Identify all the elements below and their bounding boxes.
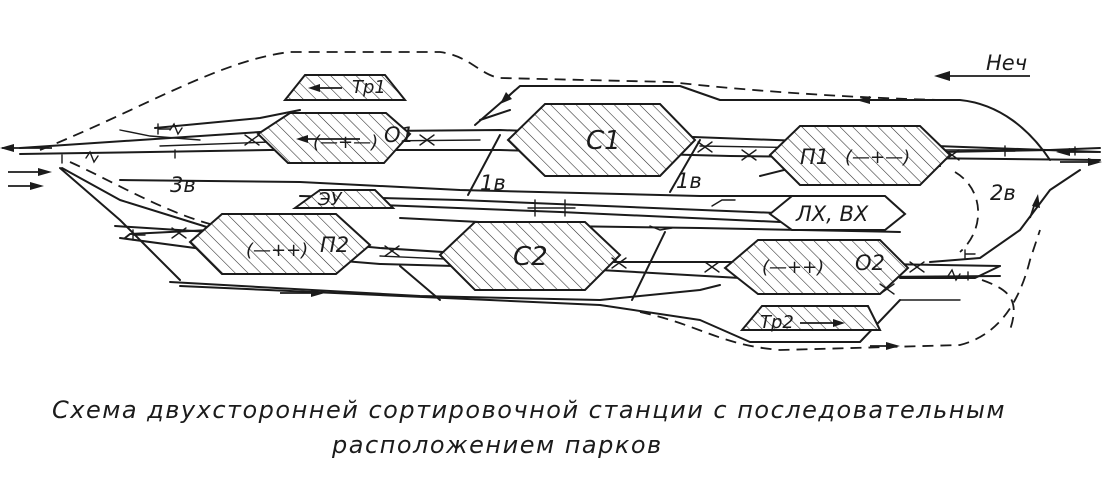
route-hook-1	[711, 199, 736, 207]
park-p2: (—++) П2	[188, 213, 372, 275]
park-tr1-label: Тр1	[352, 77, 386, 98]
park-tr1: Тр1	[282, 74, 408, 101]
park-lx-vx-label: ЛХ, ВХ	[795, 202, 869, 226]
park-c2-label: С2	[513, 242, 548, 272]
track-end-zigzags	[85, 122, 961, 282]
left-dashed-loop	[69, 161, 211, 225]
park-p1-arrow-label: (—+—)	[845, 147, 910, 168]
park-tr2-label: Тр2	[760, 312, 794, 333]
park-p2-label: П2	[320, 233, 349, 257]
park-ey: ЭУ	[291, 189, 396, 210]
route-1v-left-label: 1в	[480, 171, 506, 195]
direction-label: Неч	[986, 51, 1027, 75]
park-lx-vx: ЛХ, ВХ	[768, 195, 907, 231]
lower-right-dashed-link	[981, 279, 1015, 331]
lower-dashed-bypass	[639, 229, 1041, 351]
park-p2-arrow-label: (—++)	[246, 240, 308, 261]
outer-top-track	[474, 85, 1051, 161]
lead-direction-arrows	[0, 89, 1102, 350]
park-o2: (—++) О2	[723, 239, 910, 295]
park-p1-label: П1	[800, 145, 829, 169]
caption-line-1: Схема двухсторонней сортировочной станци…	[52, 396, 1006, 424]
top-dashed-bypass-line	[39, 51, 941, 151]
park-o1: (—+—) О1	[256, 112, 414, 164]
buffer-stops	[61, 123, 1076, 281]
park-o2-arrow-label: (—++)	[762, 257, 824, 278]
park-c1: С1	[506, 103, 697, 177]
park-c1-label: С1	[586, 126, 621, 156]
park-o1-label: О1	[384, 123, 414, 147]
route-3v-label: 3в	[170, 173, 196, 197]
park-o1-arrow-label: (—+—)	[313, 132, 378, 153]
route-2v-label: 2в	[990, 181, 1016, 205]
switch-crossings	[171, 134, 960, 295]
lower-outer-track	[179, 285, 901, 343]
park-c2: С2	[438, 221, 622, 291]
park-tr2: Тр2	[739, 305, 882, 333]
diagonal-connectors	[399, 109, 701, 301]
route-1v-right-label: 1в	[676, 169, 702, 193]
park-o2-label: О2	[855, 251, 885, 275]
park-p1: П1 (—+—)	[768, 125, 952, 186]
route-hook-2	[649, 225, 673, 231]
right-dashed-loop	[954, 171, 980, 253]
caption-line-2: расположением парков	[331, 431, 663, 459]
park-ey-label: ЭУ	[317, 189, 343, 210]
direction-indicator: Неч	[934, 51, 1030, 81]
